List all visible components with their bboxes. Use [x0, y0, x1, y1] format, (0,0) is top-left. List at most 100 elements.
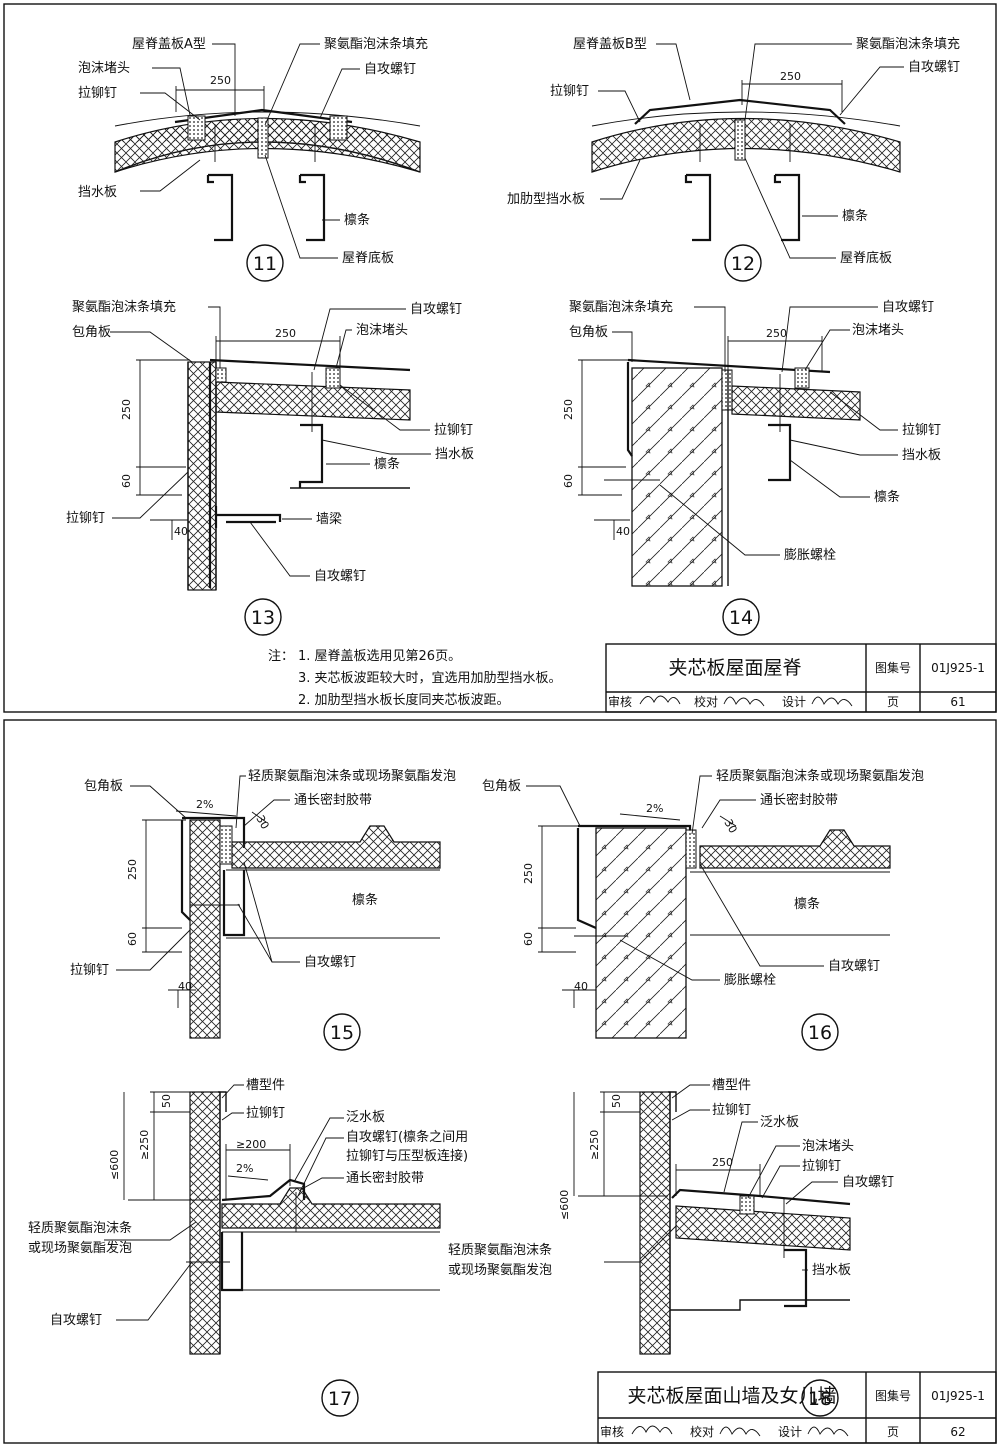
label-pu-foam-fill: 聚氨酯泡沫条填充: [72, 299, 176, 315]
label-wall-girt: 墙梁: [316, 512, 342, 527]
label-flashing: 泛水板: [760, 1115, 799, 1130]
detail-number-15: 15: [330, 1022, 354, 1044]
page-number: 62: [950, 1425, 965, 1439]
label-pu-foam-fill: 聚氨酯泡沫条填充: [324, 36, 428, 52]
label-self-tapping-screw: 自攻螺钉: [882, 300, 934, 315]
title-block: 夹芯板屋面屋脊 图集号 01J925-1 审核 校对 设计 页 61: [605, 643, 997, 713]
label-corner-flashing: 包角板: [569, 325, 608, 340]
dim-40: 40: [574, 980, 588, 993]
check-label: 校对: [694, 694, 718, 709]
dim-250: 250: [210, 74, 231, 87]
sheet2-frame: [3, 719, 997, 1444]
label-purlin: 檩条: [352, 892, 378, 908]
detail-number-circle: [244, 598, 282, 636]
detail-15: 250 60 40 2% 30 包角板 轻质聚氨酯泡沫条或现场聚氨酯发泡 通长密…: [70, 768, 456, 1051]
detail-number-circle: [246, 244, 284, 282]
signature-review: [639, 695, 681, 705]
dim-50: 50: [610, 1094, 623, 1108]
page-label: 页: [887, 1425, 899, 1439]
signature-check: [723, 696, 765, 707]
notes: 注： 1. 屋脊盖板选用见第26页。 3. 夹芯板波距较大时，宜选用加肋型挡水板…: [268, 649, 562, 708]
title-block: 夹芯板屋面山墙及女儿墙 图集号 01J925-1 审核 校对 设计 页 62: [597, 1371, 997, 1444]
detail-number-circle: [801, 1379, 839, 1417]
dim-250: 250: [780, 70, 801, 83]
label-ridge-cap-b: 屋脊盖板B型: [573, 37, 647, 52]
label-rivet: 拉铆钉: [802, 1159, 841, 1174]
label-rivet: 拉铆钉: [78, 86, 117, 101]
sheet1-frame: [3, 3, 997, 713]
review-label: 审核: [608, 694, 632, 709]
label-rivet: 拉铆钉: [66, 511, 105, 526]
detail-16: 250 60 40 2% 30 包角板 轻质聚氨酯泡沫条或现场聚氨酯发泡 通长密…: [482, 768, 924, 1051]
label-rivet: 拉铆钉: [550, 84, 589, 99]
label-screw-note-2: 拉铆钉与压型板连接): [346, 1148, 468, 1164]
label-corner-flashing: 包角板: [72, 325, 111, 340]
label-ridge-cap-a: 屋脊盖板A型: [132, 37, 206, 52]
label-self-tapping-screw: 自攻螺钉: [842, 1175, 894, 1190]
label-rivet: 拉铆钉: [246, 1106, 285, 1121]
dim-250: 250: [766, 327, 787, 340]
dim-60: 60: [120, 474, 133, 488]
label-rivet: 拉铆钉: [902, 423, 941, 438]
label-rivet: 拉铆钉: [712, 1103, 751, 1118]
label-rivet: 拉铆钉: [434, 423, 473, 438]
dim-slope: 2%: [236, 1162, 253, 1175]
check-label: 校对: [690, 1424, 714, 1439]
page-number: 61: [950, 695, 965, 709]
atlas-label: 图集号: [875, 1388, 911, 1403]
detail-12: 250 屋脊盖板B型 拉铆钉 加肋型挡水板 聚氨酯泡沫条填充 自攻螺钉 檩条 屋…: [507, 36, 960, 282]
detail-number-18: 18: [808, 1388, 832, 1410]
note-line-2: 3. 夹芯板波距较大时，宜选用加肋型挡水板。: [298, 671, 562, 686]
dim-30: 30: [721, 817, 739, 836]
dim-60: 60: [562, 474, 575, 488]
label-channel: 槽型件: [246, 1078, 285, 1093]
dim-slope: 2%: [646, 802, 663, 815]
detail-18: 50 ≥250 ≤600 250 槽型件 拉铆钉 泛水板 泡沫堵头 拉铆钉 自攻…: [448, 1078, 894, 1417]
label-screw-note-1: 自攻螺钉(檩条之间用: [346, 1129, 468, 1145]
label-purlin: 檩条: [374, 456, 400, 472]
label-pu-foam-strip: 轻质聚氨酯泡沫条或现场聚氨酯发泡: [248, 768, 456, 784]
label-purlin: 檩条: [794, 896, 820, 912]
detail-number-11: 11: [253, 253, 277, 275]
atlas-number: 01J925-1: [931, 661, 985, 675]
label-pu-foam-strip: 轻质聚氨酯泡沫条或现场聚氨酯发泡: [716, 768, 924, 784]
label-pu-foam-fill: 聚氨酯泡沫条填充: [856, 36, 960, 52]
note-line-3: 2. 加肋型挡水板长度同夹芯板波距。: [298, 692, 510, 708]
label-ribbed-water-stop: 加肋型挡水板: [507, 192, 585, 207]
signature-review: [631, 1425, 673, 1435]
label-foam-plug: 泡沫堵头: [78, 61, 130, 76]
label-pu-foam-strip-2: 或现场聚氨酯发泡: [448, 1262, 552, 1278]
signature-design: [811, 696, 853, 707]
note-line-1: 1. 屋脊盖板选用见第26页。: [298, 649, 461, 664]
label-pu-foam-strip-1: 轻质聚氨酯泡沫条: [28, 1220, 132, 1236]
detail-number-14: 14: [729, 607, 753, 629]
design-label: 设计: [778, 1425, 802, 1439]
detail-number-16: 16: [808, 1022, 832, 1044]
label-foam-plug: 泡沫堵头: [802, 1139, 854, 1154]
label-foam-plug: 泡沫堵头: [852, 323, 904, 338]
label-foam-plug: 泡沫堵头: [356, 323, 408, 338]
dim-min-250: ≥250: [588, 1130, 601, 1160]
label-expansion-bolt: 膨胀螺栓: [724, 973, 776, 988]
detail-number-12: 12: [731, 253, 755, 275]
dim-max-600: ≤600: [108, 1150, 121, 1180]
label-purlin: 檩条: [874, 489, 900, 505]
detail-number-circle: [321, 1379, 359, 1417]
drawing-title: 夹芯板屋面山墙及女儿墙: [627, 1385, 836, 1407]
detail-17: 50 ≥250 ≤600 ≥200 2% 槽型件 拉铆钉 泛水板 自攻螺钉(檩条…: [28, 1078, 468, 1417]
label-ridge-base: 屋脊底板: [840, 250, 892, 266]
dim-max-600: ≤600: [558, 1190, 571, 1220]
atlas-number: 01J925-1: [931, 1389, 985, 1403]
signature-check: [719, 1426, 761, 1437]
label-rivet: 拉铆钉: [70, 963, 109, 978]
label-water-stop: 挡水板: [812, 1263, 851, 1278]
label-self-tapping-screw: 自攻螺钉: [908, 60, 960, 75]
label-corner-flashing: 包角板: [482, 779, 521, 794]
label-self-tapping-screw: 自攻螺钉: [410, 302, 462, 317]
label-water-stop: 挡水板: [78, 185, 117, 200]
label-sealing-tape: 通长密封胶带: [346, 1170, 424, 1186]
atlas-label: 图集号: [875, 660, 911, 675]
notes-prefix: 注：: [268, 649, 294, 664]
drawing-title: 夹芯板屋面屋脊: [668, 657, 801, 679]
